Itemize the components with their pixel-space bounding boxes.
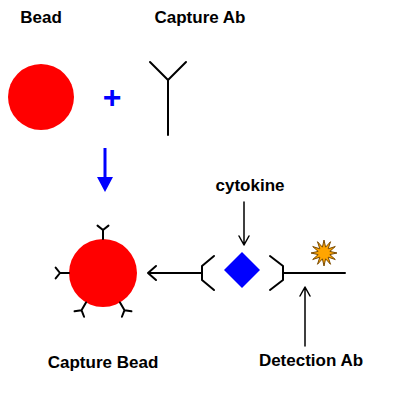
- reaction-arrow: [97, 148, 113, 192]
- fluorophore-star: [311, 240, 337, 266]
- bead-circle: [8, 64, 74, 130]
- capture-antibody: [150, 62, 186, 135]
- bead-node: Bead: [5, 8, 77, 132]
- bound-antibody: [120, 302, 131, 316]
- bound-antibody: [56, 268, 69, 279]
- leader-arrow: [239, 202, 249, 245]
- detection-antibody: [270, 256, 345, 290]
- part-label: Capture Ab: [155, 8, 246, 28]
- node-label: Bead: [20, 8, 62, 28]
- part-label: Detection Ab: [259, 351, 363, 371]
- bound-antibody: [98, 226, 109, 239]
- capture-antibody-arms: [202, 256, 214, 290]
- bead-circle: [69, 239, 137, 307]
- part-label: cytokine: [216, 176, 285, 196]
- capture-bead-node: Capture Bead: [18, 238, 188, 376]
- leader-arrow: [300, 287, 310, 346]
- cytokine-diamond: [224, 252, 260, 288]
- bound-antibody: [75, 302, 86, 316]
- plus-sign: +: [103, 78, 122, 116]
- node-label: Capture Bead: [48, 353, 159, 373]
- capture-antibody-stem: [148, 266, 202, 280]
